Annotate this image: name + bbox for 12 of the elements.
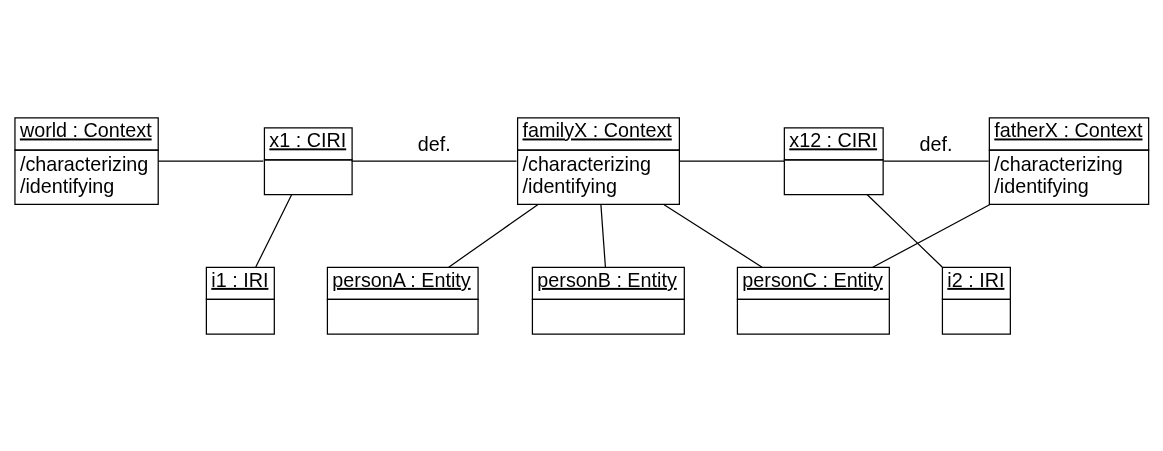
connector (866, 193, 943, 268)
connector (448, 203, 539, 268)
connector (882, 160, 990, 162)
connector (351, 160, 518, 162)
connector (872, 203, 991, 268)
connector (663, 203, 763, 268)
connector (600, 203, 607, 268)
edge-label: def. (919, 132, 953, 155)
connector (255, 193, 293, 268)
connector (678, 160, 785, 162)
edge-label: def. (417, 132, 451, 155)
connector (157, 160, 264, 162)
